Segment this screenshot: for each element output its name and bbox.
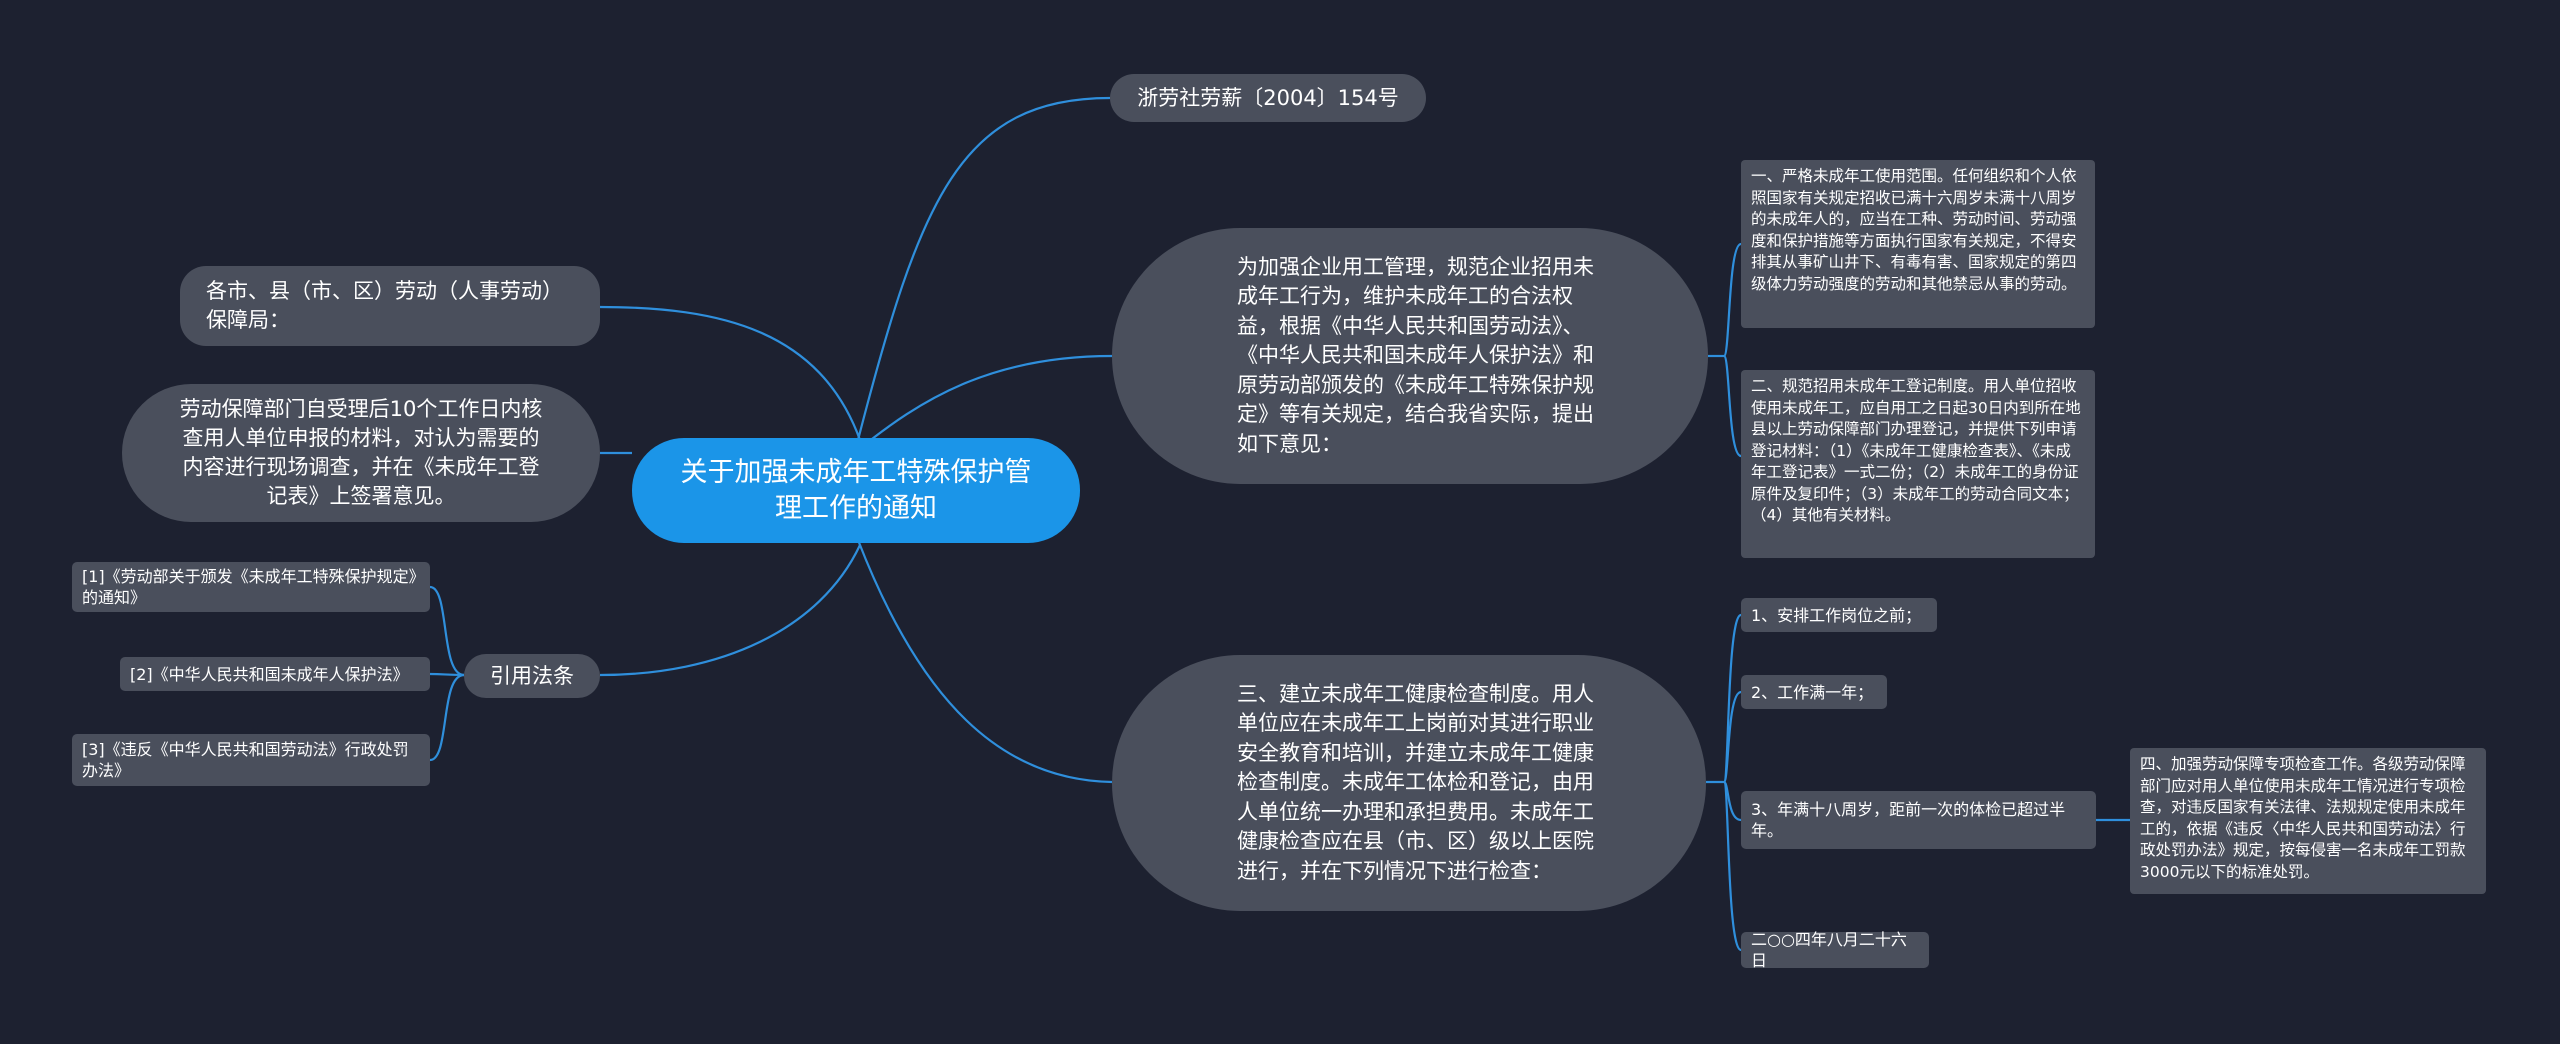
link-article2 — [1722, 354, 1742, 458]
date-node[interactable]: 二○○四年八月二十六日 — [1741, 930, 1929, 970]
procedure-node[interactable]: 劳动保障部门自受理后10个工作日内核查用人单位申报的材料，对认为需要的内容进行现… — [122, 384, 600, 522]
doc-number-node[interactable]: 浙劳社劳薪〔2004〕154号 — [1110, 74, 1426, 122]
citation-item-2[interactable]: [2]《中华人民共和国未成年人保护法》 — [120, 657, 430, 691]
check-item-3[interactable]: 3、年满十八周岁，距前一次的体检已超过半年。 — [1741, 791, 2096, 849]
article1-text: 一、严格未成年工使用范围。任何组织和个人依照国家有关规定招收已满十六周岁未满十八… — [1751, 167, 2077, 293]
citations-label: 引用法条 — [490, 663, 574, 688]
date-text: 二○○四年八月二十六日 — [1751, 930, 1907, 970]
citations-node[interactable]: 引用法条 — [464, 654, 600, 698]
procedure-text: 劳动保障部门自受理后10个工作日内核查用人单位申报的材料，对认为需要的内容进行现… — [179, 397, 543, 508]
link-root-preamble — [857, 354, 1113, 451]
root-title: 关于加强未成年工特殊保护管理工作的通知 — [680, 456, 1032, 524]
check-text-1: 1、安排工作岗位之前； — [1751, 605, 1922, 625]
article1-card[interactable]: 一、严格未成年工使用范围。任何组织和个人依照国家有关规定招收已满十六周岁未满十八… — [1741, 160, 2095, 328]
link-check-2 — [1722, 690, 1742, 784]
link-root-article3 — [856, 539, 1113, 784]
citation-text-1: [1]《劳动部关于颁发《未成年工特殊保护规定》的通知》 — [82, 567, 417, 607]
doc-number-text: 浙劳社劳薪〔2004〕154号 — [1137, 85, 1399, 110]
citation-text-2: [2]《中华人民共和国未成年人保护法》 — [130, 664, 409, 684]
link-citations-3 — [429, 673, 465, 762]
check-text-3: 3、年满十八周岁，距前一次的体检已超过半年。 — [1751, 800, 2066, 840]
citation-item-1[interactable]: [1]《劳动部关于颁发《未成年工特殊保护规定》的通知》 — [72, 562, 430, 612]
citation-item-3[interactable]: [3]《违反《中华人民共和国劳动法》行政处罚办法》 — [72, 734, 430, 786]
check-text-2: 2、工作满一年； — [1751, 682, 1874, 702]
root-node[interactable]: 关于加强未成年工特殊保护管理工作的通知 — [632, 438, 1080, 543]
link-root-citations — [599, 544, 861, 677]
article2-card[interactable]: 二、规范招用未成年工登记制度。用人单位招收使用未成年工，应自用工之日起30日内到… — [1741, 370, 2095, 558]
check-item-2[interactable]: 2、工作满一年； — [1741, 675, 1887, 709]
preamble-node[interactable]: 为加强企业用工管理，规范企业招用未成年工行为，维护未成年工的合法权益，根据《中华… — [1112, 228, 1708, 484]
article2-text: 二、规范招用未成年工登记制度。用人单位招收使用未成年工，应自用工之日起30日内到… — [1751, 377, 2081, 524]
article4-card[interactable]: 四、加强劳动保障专项检查工作。各级劳动保障部门应对用人单位使用未成年工情况进行专… — [2130, 748, 2486, 894]
article4-text: 四、加强劳动保障专项检查工作。各级劳动保障部门应对用人单位使用未成年工情况进行专… — [2140, 755, 2466, 881]
link-root-docnumber — [856, 96, 1111, 441]
preamble-text: 为加强企业用工管理，规范企业招用未成年工行为，维护未成年工的合法权益，根据《中华… — [1237, 254, 1594, 456]
link-root-recipients — [599, 305, 862, 441]
article3-text: 三、建立未成年工健康检查制度。用人单位应在未成年工上岗前对其进行职业安全教育和培… — [1237, 681, 1594, 883]
article3-node[interactable]: 三、建立未成年工健康检查制度。用人单位应在未成年工上岗前对其进行职业安全教育和培… — [1112, 655, 1706, 911]
recipients-node[interactable]: 各市、县（市、区）劳动（人事劳动）保障局： — [180, 266, 600, 346]
link-citations-1 — [429, 585, 465, 677]
citation-text-3: [3]《违反《中华人民共和国劳动法》行政处罚办法》 — [82, 740, 409, 780]
recipients-text: 各市、县（市、区）劳动（人事劳动）保障局： — [206, 279, 563, 332]
link-citations-2 — [429, 672, 465, 677]
link-date — [1722, 780, 1743, 952]
check-item-1[interactable]: 1、安排工作岗位之前； — [1741, 598, 1937, 632]
link-article1 — [1722, 242, 1742, 358]
